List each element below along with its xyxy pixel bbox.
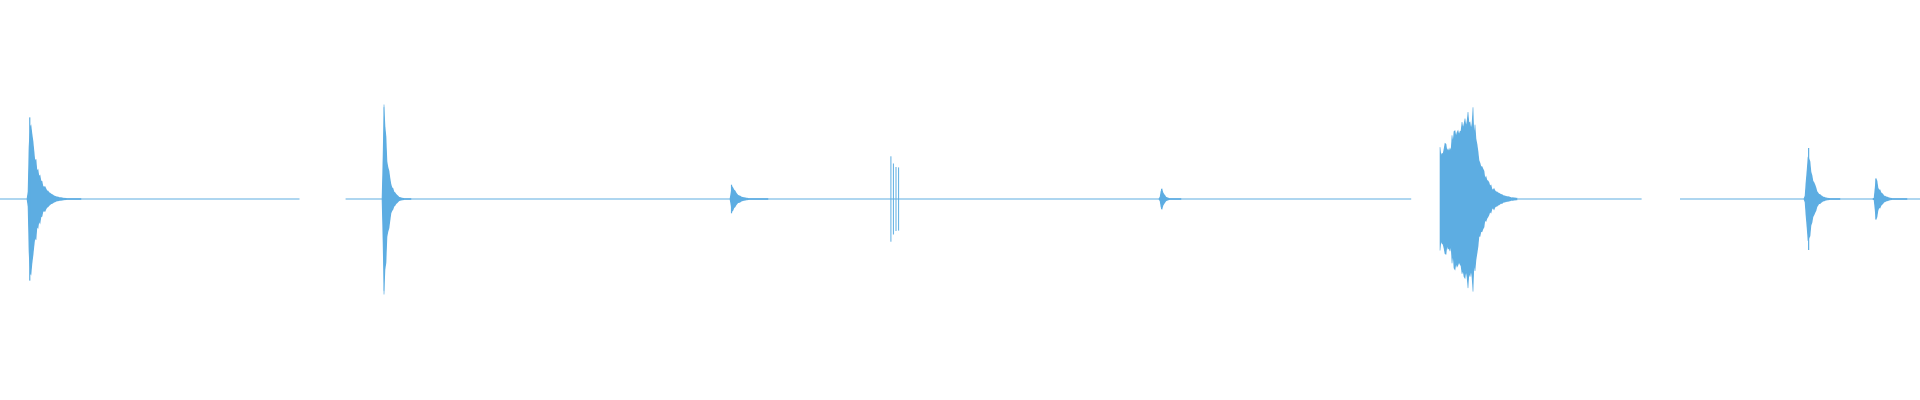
waveform-bursts <box>26 104 1908 295</box>
waveform-burst <box>1872 178 1908 220</box>
waveform-burst <box>26 124 82 276</box>
waveform-burst <box>1803 156 1841 242</box>
waveform-burst <box>1439 107 1518 292</box>
waveform-burst <box>729 185 769 213</box>
waveform-burst <box>381 104 412 295</box>
waveform-burst <box>1158 188 1182 210</box>
